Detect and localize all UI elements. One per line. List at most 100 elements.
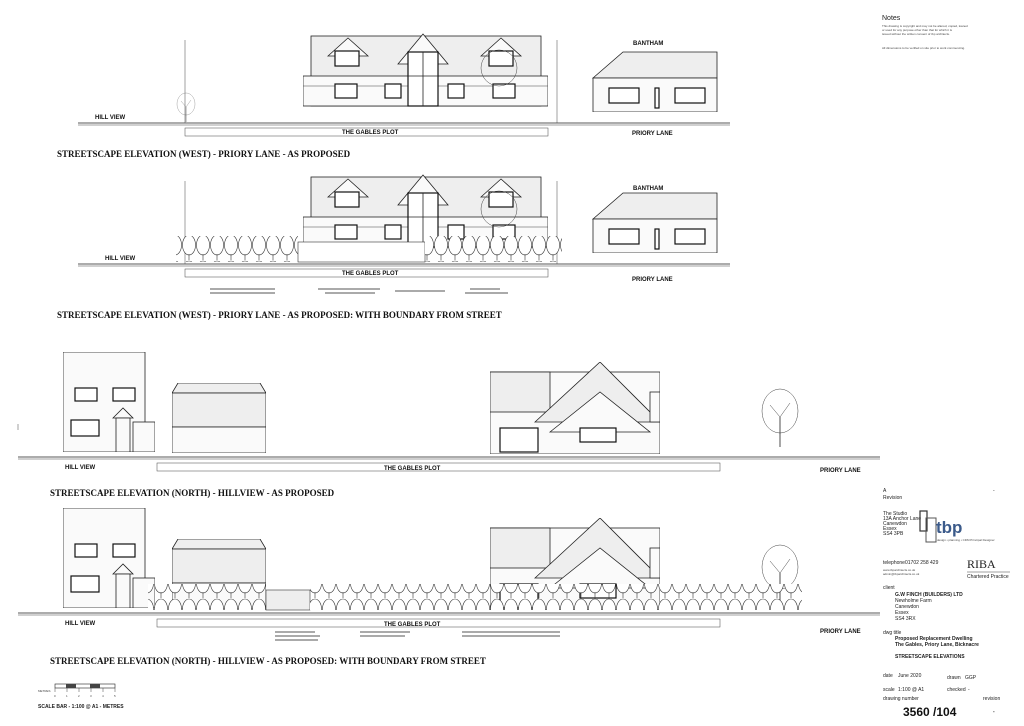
revision-value: -	[993, 709, 995, 715]
notes-heading: Notes	[882, 15, 901, 22]
garage	[172, 383, 266, 453]
sheet-title: STREETSCAPE ELEVATIONS	[895, 654, 965, 660]
priory-lane-label: PRIORY LANE	[632, 277, 673, 283]
plot-bar	[156, 618, 721, 628]
plot-label: THE GABLES PLOT	[384, 466, 441, 472]
scale-label: scale	[883, 687, 895, 693]
elevation-west-boundary: HILL VIEW THE GABLES PLOT PRIORY LANE BA…	[57, 174, 730, 320]
boundary-fence	[297, 241, 426, 263]
plot-bar	[184, 127, 549, 137]
dwg-title-line: The Gables, Priory Lane, Bicknacre	[895, 642, 979, 648]
hill-view-label: HILL VIEW	[95, 115, 126, 121]
drawn-label: drawn	[947, 675, 961, 681]
scale-tick: 2	[78, 694, 80, 698]
scale-tick: 4	[102, 694, 104, 698]
elevation-west: HILL VIEW THE GABLES PLOT PRIORY LANE BA…	[57, 33, 730, 159]
the-gables-house	[303, 33, 548, 107]
hill-view-label: HILL VIEW	[65, 465, 96, 471]
client-label: client	[883, 585, 895, 591]
plot-label: THE GABLES PLOT	[342, 271, 399, 277]
drawing-number-label: drawing number	[883, 696, 919, 702]
note-line: This drawing is copyright and may not be…	[882, 24, 968, 28]
scale-unit: METRES	[38, 689, 51, 693]
bantham-house	[592, 51, 718, 112]
boundary-annotations	[275, 631, 560, 641]
address-line: Essex	[883, 526, 897, 532]
dwg-title-line: Proposed Replacement Dwelling	[895, 636, 973, 642]
hedge	[148, 584, 266, 610]
tree-icon	[761, 388, 799, 448]
elevation-title: STREETSCAPE ELEVATION (NORTH) - HILLVIEW…	[50, 488, 335, 498]
dwg-title-label: dwg title	[883, 630, 902, 636]
scale-bar-label: SCALE BAR - 1:100 @ A1 - METRES	[38, 704, 124, 710]
hedge	[176, 236, 298, 262]
the-gables-house	[490, 362, 660, 454]
drawing-number: 3560 /104	[903, 705, 957, 719]
client-line: G.W FINCH (BUILDERS) LTD	[895, 592, 963, 598]
scale-tick: 0	[54, 694, 56, 698]
elevation-north: HILL VIEW THE GABLES PLOT PRIORY LANE ST…	[17, 352, 880, 498]
date-label: date	[883, 673, 893, 679]
scale-tick: 5	[114, 694, 116, 698]
hill-view-label: HILL VIEW	[105, 256, 136, 262]
scale-tick: 1	[66, 694, 68, 698]
revision-label: revision	[983, 696, 1000, 702]
tbp-logo: tbp	[919, 510, 962, 543]
hedge	[310, 584, 802, 610]
priory-lane-label: PRIORY LANE	[820, 629, 861, 635]
checked-value: -	[968, 687, 970, 693]
hill-view-label: HILL VIEW	[65, 621, 96, 627]
notes: Notes This drawing is copyright and may …	[882, 15, 968, 50]
bantham-label: BANTHAM	[633, 41, 663, 47]
boundary-annotations	[210, 288, 508, 294]
note-line: or used for any purpose other than that …	[882, 28, 953, 32]
scale-tick: 3	[90, 694, 92, 698]
hedge	[425, 236, 562, 262]
client-line: Essex	[895, 610, 909, 616]
address-line: 13A Anchor Lane	[883, 516, 921, 522]
address-line: The Studio	[883, 511, 907, 517]
bantham-label: BANTHAM	[633, 186, 663, 192]
gate	[265, 589, 311, 611]
hill-view-house	[63, 508, 155, 608]
elevation-north-boundary: HILL VIEW THE GABLES PLOT PRIORY LANE ST…	[18, 508, 880, 666]
scale-value: 1:100 @ A1	[898, 687, 924, 693]
revision-dash: -	[993, 488, 995, 494]
plot-bar	[184, 268, 549, 278]
date-value: June 2020	[898, 673, 922, 679]
priory-lane-label: PRIORY LANE	[820, 468, 861, 474]
drawn-value: GGP	[965, 675, 977, 681]
note-line: issued without the written consent of tb…	[882, 32, 950, 36]
telephone-label: telephone	[883, 560, 905, 566]
tree-icon	[176, 92, 196, 122]
tbp-logo-text: tbp	[936, 518, 962, 537]
checked-label: checked	[947, 687, 966, 693]
plot-label: THE GABLES PLOT	[342, 130, 399, 136]
note-line: All dimensions to be verified on site pr…	[882, 46, 965, 50]
telephone: 01702 258 429	[905, 560, 939, 566]
email-link[interactable]: admin@tbparchitects.co.uk	[883, 572, 920, 576]
plot-bar	[156, 462, 721, 472]
website-link[interactable]: www.tbparchitects.co.uk	[883, 568, 916, 572]
address-line: SS4 3PB	[883, 531, 904, 537]
hill-view-house	[63, 352, 155, 452]
riba-sub: Chartered Practice	[967, 574, 1009, 580]
riba-logo: RIBA	[967, 557, 996, 571]
client-line: SS4 3RX	[895, 616, 916, 622]
client-line: Canewdon	[895, 604, 919, 610]
priory-lane-label: PRIORY LANE	[632, 131, 673, 137]
revision-letter: A	[883, 488, 887, 494]
revision-label: Revision	[883, 495, 902, 501]
address-line: Canewdon	[883, 521, 907, 527]
elevation-title: STREETSCAPE ELEVATION (NORTH) - HILLVIEW…	[50, 656, 486, 666]
elevation-title: STREETSCAPE ELEVATION (WEST) - PRIORY LA…	[57, 149, 351, 159]
title-block: A - Revision The Studio 13A Anchor Lane …	[883, 488, 1010, 719]
scale-bar: METRES 0 1 2 3 4 5 SCALE BAR - 1:100 @ A…	[38, 683, 124, 710]
tagline: design • planning • CDM Principal Design…	[937, 538, 995, 542]
client-line: Newholme Farm	[895, 598, 932, 604]
elevation-title: STREETSCAPE ELEVATION (WEST) - PRIORY LA…	[57, 310, 502, 320]
bantham-house	[592, 192, 718, 253]
plot-label: THE GABLES PLOT	[384, 622, 441, 628]
